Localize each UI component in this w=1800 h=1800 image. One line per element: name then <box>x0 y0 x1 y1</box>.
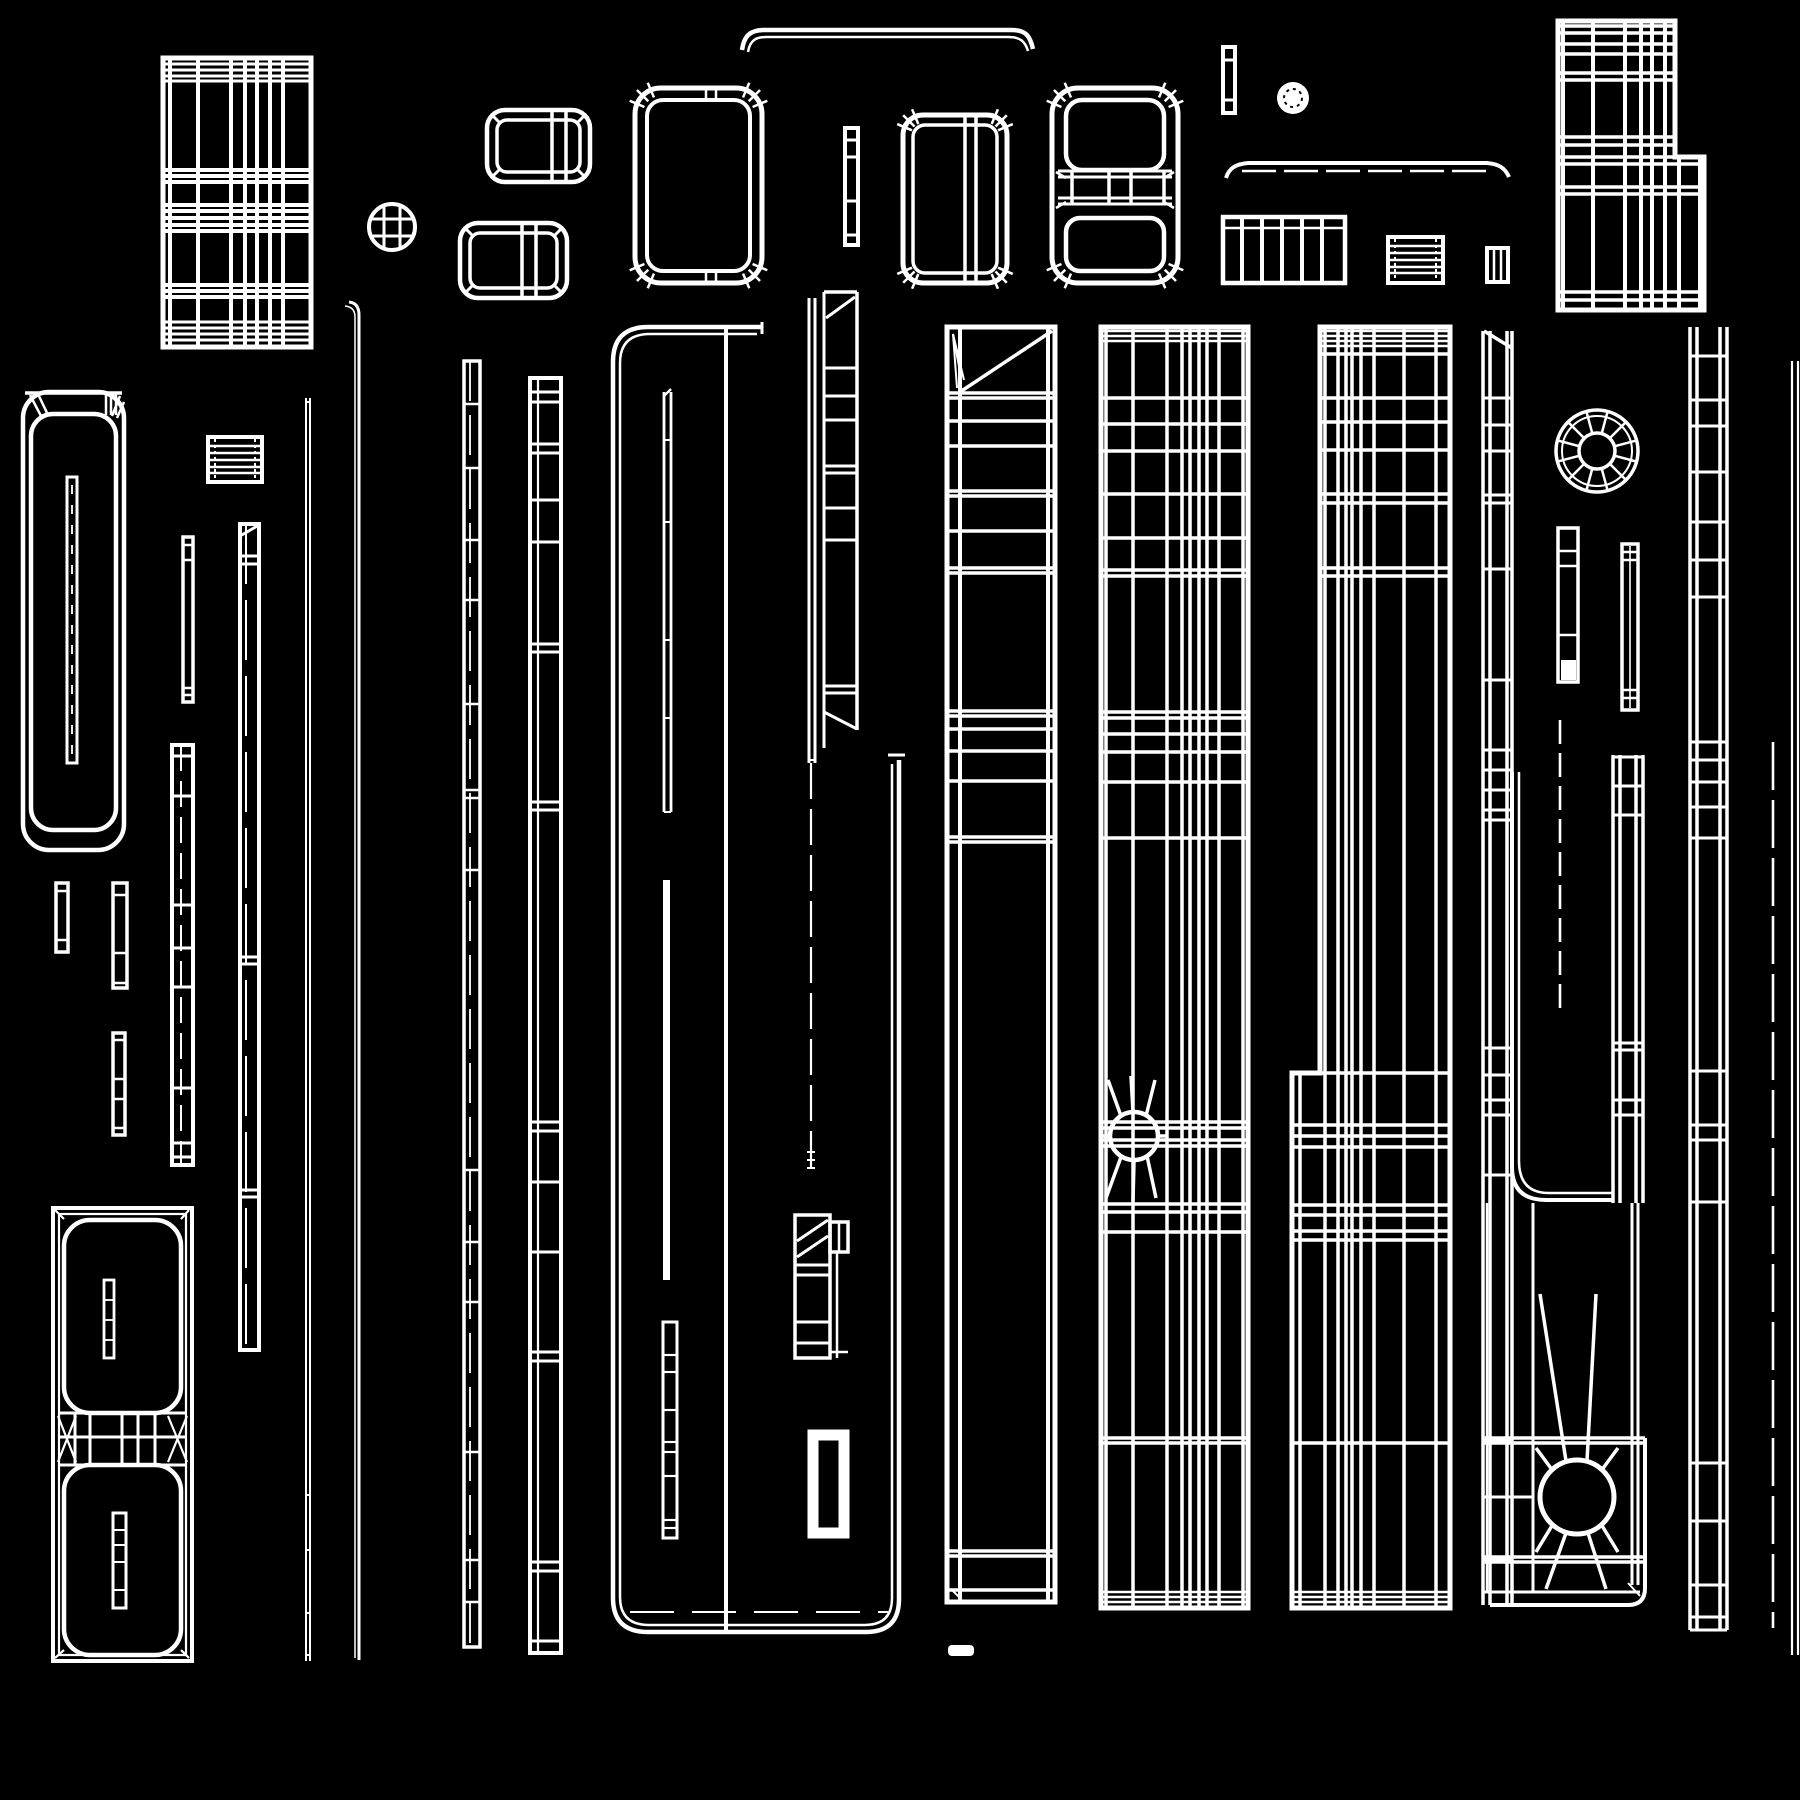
big-shell <box>610 322 905 1635</box>
long-rail <box>1224 161 1511 179</box>
small-bar-3 <box>111 1031 127 1137</box>
rounded-card-b <box>457 220 570 301</box>
u-pocket <box>1510 772 1613 1202</box>
bottom-left-unit <box>51 1206 194 1663</box>
hairline-left <box>305 398 311 1661</box>
slot-capsule-left <box>20 389 127 853</box>
small-bar-2 <box>111 881 129 990</box>
long-bar-s <box>238 522 261 1352</box>
rounded-frame-large <box>629 82 768 289</box>
gear-ring <box>1554 408 1640 494</box>
plaid-block-top-left <box>160 55 314 350</box>
mini-bar <box>1221 45 1237 115</box>
capped-bar-right <box>1620 542 1640 712</box>
stripe-box-2 <box>206 435 264 484</box>
column-3 <box>1289 324 1453 1611</box>
column-1 <box>944 324 1058 1605</box>
stripe-box <box>1386 235 1445 285</box>
mini-box <box>1485 246 1510 284</box>
column-2 <box>1098 324 1251 1611</box>
cell-box <box>1220 214 1348 286</box>
dot-circle <box>1277 82 1309 114</box>
plaid-block-top-right <box>1555 18 1707 313</box>
tick-strip <box>462 359 482 1649</box>
segmented-strip <box>170 743 195 1167</box>
hooked-line <box>344 300 361 1660</box>
figure-eight-frame <box>1046 82 1184 289</box>
rounded-frame-lines <box>896 108 1014 290</box>
capped-bar <box>181 535 195 704</box>
bottom-dash <box>948 1645 974 1656</box>
thin-bar-top <box>843 126 860 247</box>
rounded-card-a <box>484 107 593 185</box>
column-4-right-rail <box>1688 327 1729 1632</box>
ladder-mast <box>807 290 859 1169</box>
double-rail <box>1611 755 1645 1203</box>
banded-strip <box>528 376 563 1655</box>
top-bracket <box>739 27 1036 53</box>
wire-sphere-small <box>367 202 417 252</box>
right-edge-lines <box>1771 361 1800 1655</box>
column-4-lower-box <box>1483 1203 1647 1607</box>
small-bar-1 <box>54 881 70 954</box>
small-fill-bar <box>1556 526 1580 684</box>
